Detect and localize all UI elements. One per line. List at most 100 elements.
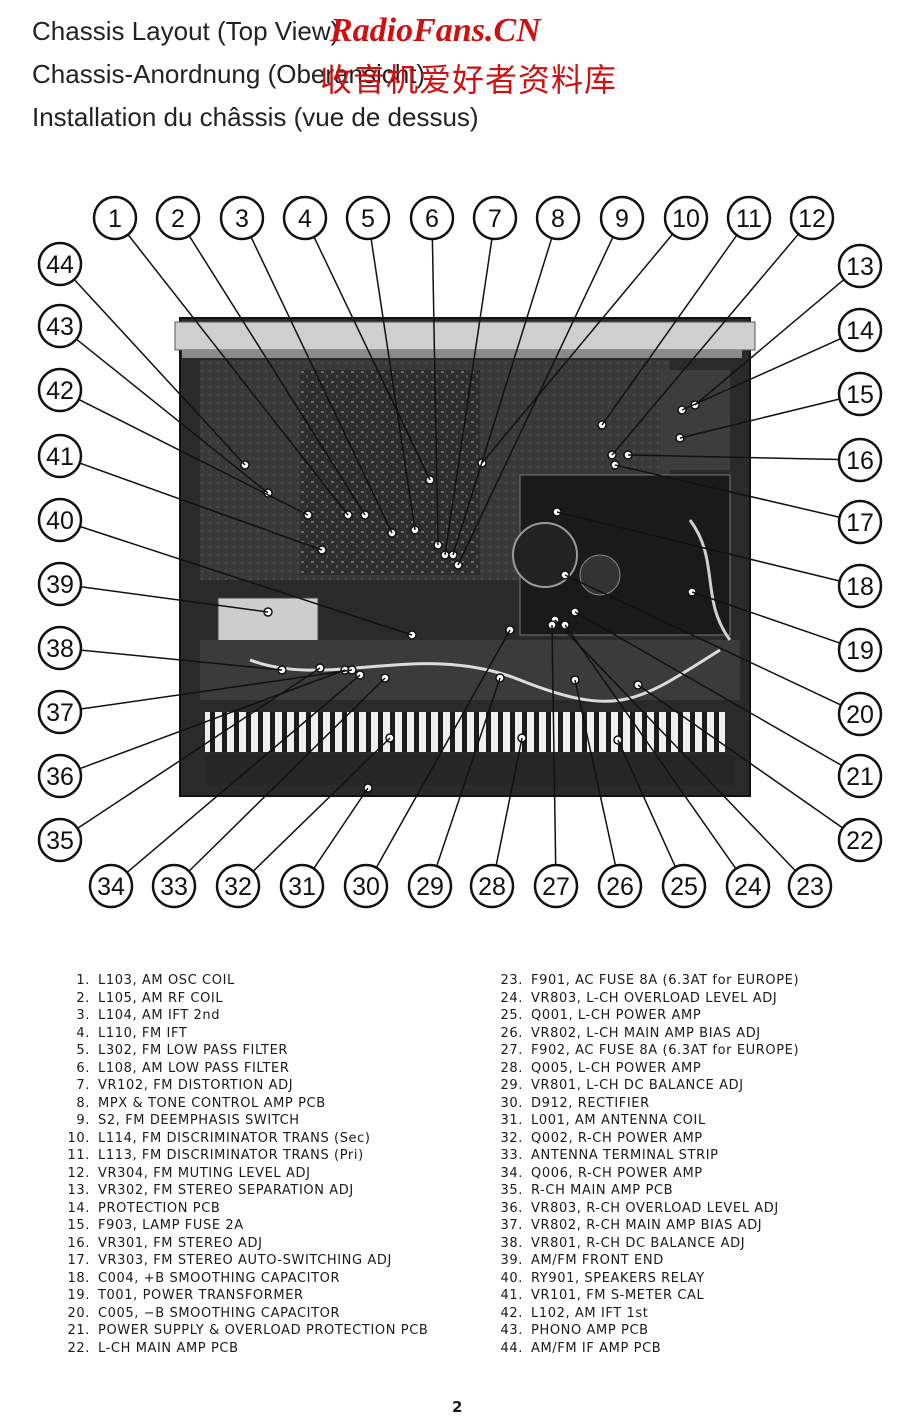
title-english: Chassis Layout (Top View)	[32, 16, 340, 46]
page-number: 2	[452, 1398, 463, 1416]
heatsink-fin	[474, 712, 479, 752]
leader-line	[75, 338, 269, 494]
legend-item-text: VR801, L-CH DC BALANCE ADJ	[531, 1078, 744, 1093]
callout-circle	[37, 433, 83, 479]
callout-number: 44	[46, 251, 74, 279]
callout-circle	[837, 499, 883, 545]
leader-line	[694, 278, 845, 406]
legend-item-text: VR101, FM S-METER CAL	[531, 1288, 705, 1303]
legend-item: 28.Q005, L-CH POWER AMP	[495, 1060, 799, 1078]
heatsink-fin	[378, 712, 383, 752]
callout-circle	[663, 195, 709, 241]
legend-item-text: POWER SUPPLY & OVERLOAD PROTECTION PCB	[98, 1323, 429, 1338]
legend-item-text: VR801, R-CH DC BALANCE ADJ	[531, 1235, 746, 1251]
legend-item-text: VR803, L-CH OVERLOAD LEVEL ADJ	[531, 990, 778, 1006]
callout-circle	[37, 689, 83, 735]
callout-circle	[837, 627, 883, 673]
legend-item-number: 43.	[500, 1323, 523, 1338]
leader-line	[574, 611, 843, 767]
legend-item-number: 12.	[67, 1165, 90, 1181]
legend-item-text: L102, AM IFT 1st	[531, 1305, 649, 1321]
callout-circle	[37, 817, 83, 863]
legend-item-number: 26.	[500, 1025, 523, 1041]
callout-circle	[37, 753, 83, 799]
legend-item-text: Q005, L-CH POWER AMP	[531, 1060, 702, 1076]
legend-column-right: 23.F901, AC FUSE 8A (6.3AT for EUROPE)24…	[495, 972, 799, 1357]
callout-number: 6	[425, 205, 439, 233]
legend-item-text: ANTENNA TERMINAL STRIP	[531, 1148, 719, 1163]
leader-line	[126, 674, 361, 873]
callout-marker: 34	[88, 863, 134, 909]
legend-item-number: 15.	[67, 1218, 90, 1233]
leader-line	[564, 574, 842, 706]
callout-marker: 17	[837, 499, 883, 545]
title-french: Installation du châssis (vue de dessus)	[32, 102, 479, 132]
chassis-photo	[174, 317, 756, 797]
heatsink-fin	[330, 712, 335, 752]
callout-number: 36	[46, 763, 74, 791]
callout-marker: 40	[37, 497, 83, 543]
callout-number: 21	[846, 763, 874, 791]
leader-line	[73, 278, 246, 466]
callout-marker: 22	[837, 817, 883, 863]
legend-item-number: 17.	[67, 1253, 90, 1268]
callout-number: 5	[361, 205, 375, 233]
legend-item-number: 2.	[76, 990, 90, 1006]
callout-number: 1	[108, 205, 122, 233]
heatsink-fin	[306, 712, 311, 752]
legend-item-text: L110, FM IFT	[98, 1025, 188, 1041]
legend-item: 22.L-CH MAIN AMP PCB	[62, 1340, 428, 1358]
callout-number: 8	[551, 205, 565, 233]
callout-marker: 12	[789, 195, 835, 241]
callout-number: 15	[846, 381, 874, 409]
legend-item-number: 20.	[67, 1305, 90, 1321]
heatsink-fin	[558, 712, 563, 752]
leader-line	[691, 591, 841, 644]
legend-item-number: 8.	[76, 1095, 90, 1111]
legend-item-number: 41.	[500, 1288, 523, 1303]
leader-line	[375, 629, 511, 869]
legend-item: 32.Q002, R-CH POWER AMP	[495, 1130, 799, 1148]
callout-number: 20	[846, 701, 874, 729]
callout-number: 43	[46, 313, 74, 341]
legend-item-text: VR102, FM DISTORTION ADJ	[98, 1078, 294, 1093]
leader-line	[444, 238, 493, 556]
legend-item-text: Q002, R-CH POWER AMP	[531, 1130, 703, 1146]
leader-line	[127, 234, 349, 516]
callout-circle	[599, 195, 645, 241]
callout-circle	[37, 367, 83, 413]
legend-item: 8.MPX & TONE CONTROL AMP PCB	[62, 1095, 428, 1113]
legend-item-number: 35.	[500, 1183, 523, 1198]
callout-leader-lines	[73, 233, 845, 873]
legend-item-number: 7.	[76, 1078, 90, 1093]
callout-marker: 32	[215, 863, 261, 909]
callout-number: 31	[288, 873, 316, 901]
callout-circle	[533, 863, 579, 909]
legend-item-number: 11.	[67, 1148, 90, 1163]
legend-item-text: AM/FM FRONT END	[531, 1253, 664, 1268]
callout-circle	[155, 195, 201, 241]
callout-marker: 8	[535, 195, 581, 241]
legend-item: 5.L302, FM LOW PASS FILTER	[62, 1042, 428, 1060]
heatsink-fin	[438, 712, 443, 752]
heatsink-fin	[570, 712, 575, 752]
callout-marker: 10	[663, 195, 709, 241]
heatsink-fin	[498, 712, 503, 752]
legend-item-number: 34.	[500, 1165, 523, 1181]
callout-circle	[37, 241, 83, 287]
callout-circle	[535, 195, 581, 241]
legend-item: 10.L114, FM DISCRIMINATOR TRANS (Sec)	[62, 1130, 428, 1148]
callout-circle	[37, 625, 83, 671]
callout-number: 39	[46, 571, 74, 599]
callout-number: 23	[796, 873, 824, 901]
leader-line	[495, 737, 523, 866]
leader-line	[435, 677, 501, 867]
callout-circle	[151, 863, 197, 909]
heatsink-fin	[390, 712, 395, 752]
legend-item-text: L114, FM DISCRIMINATOR TRANS (Sec)	[98, 1130, 371, 1146]
legend-item: 44.AM/FM IF AMP PCB	[495, 1340, 799, 1358]
legend-item: 33.ANTENNA TERMINAL STRIP	[495, 1147, 799, 1165]
callout-circle	[407, 863, 453, 909]
callout-marker: 15	[837, 371, 883, 417]
